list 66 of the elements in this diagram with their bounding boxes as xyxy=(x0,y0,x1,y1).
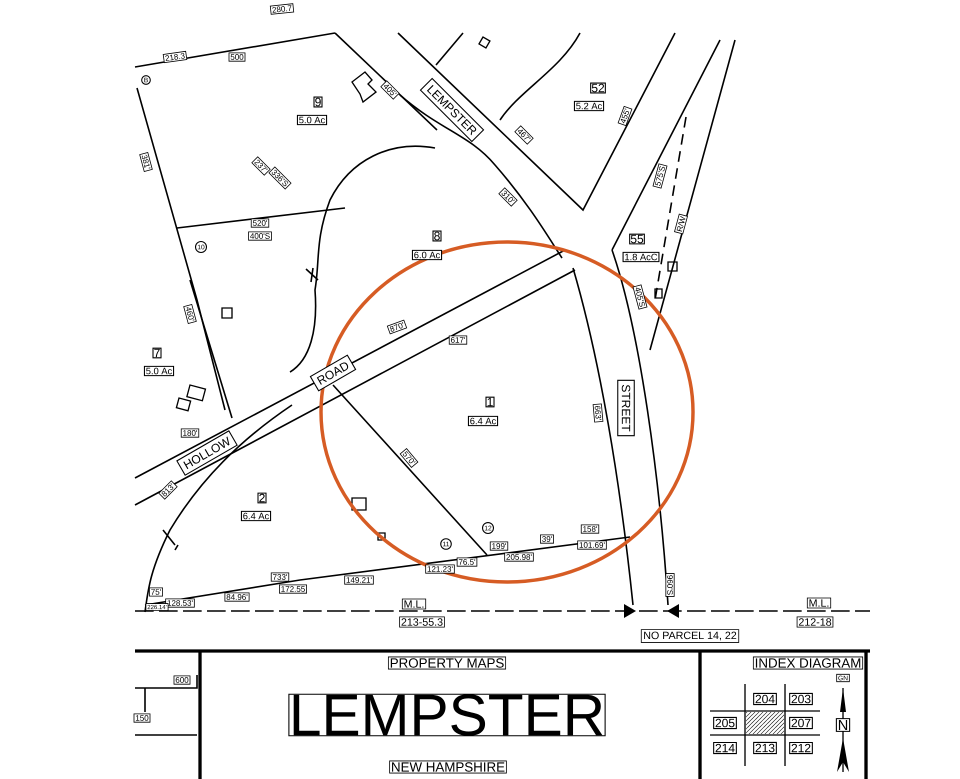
title-block-label: INDEX DIAGRAM xyxy=(752,656,864,670)
dimension-label: 733' xyxy=(270,572,290,582)
dimension-label: 575'S xyxy=(652,163,668,189)
dimension-label: 310' xyxy=(498,187,518,207)
map-reference: 213-55.3 xyxy=(399,616,445,628)
title-block-label: PROPERTY MAPS xyxy=(388,656,506,670)
parcel-number: 1 xyxy=(485,396,495,408)
dimension-label: 101.69' xyxy=(577,540,607,550)
parcel-number: 9 xyxy=(313,96,323,108)
map-reference: 212-18 xyxy=(796,616,834,628)
dimension-label: 500 xyxy=(228,52,246,62)
dimension-label: 467' xyxy=(514,125,534,145)
dimension-label: 455' xyxy=(618,106,632,126)
dimension-label: 870' xyxy=(386,320,408,334)
index-map-number: 207 xyxy=(789,716,813,730)
dimension-label: 39' xyxy=(540,534,554,544)
map-reference: M.L. xyxy=(806,598,832,608)
dimension-label: 960'S xyxy=(665,573,675,597)
index-map-number: 205 xyxy=(713,716,737,730)
parcel-number: 52 xyxy=(590,82,606,94)
dimension-label: 158' xyxy=(580,524,600,534)
dimension-label: 84.96' xyxy=(224,592,250,602)
dimension-label: 218.3 xyxy=(162,50,188,64)
acreage-label: 5.0 Ac xyxy=(296,114,328,126)
dimension-label: 149.21' xyxy=(344,575,374,585)
dimension-label: 172.55 xyxy=(279,584,307,594)
acreage-label: 6.4 Ac xyxy=(468,416,498,426)
dimension-label: 570' xyxy=(400,448,418,468)
index-map-number: 203 xyxy=(789,692,813,706)
parcel-number: 2 xyxy=(257,492,267,504)
north-label: N xyxy=(836,718,850,732)
acreage-label: 5.0 Ac xyxy=(144,366,174,376)
note-label: NO PARCEL 14, 22 xyxy=(640,629,740,643)
index-map-number: 212 xyxy=(789,742,813,754)
dimension-label: 600 xyxy=(174,675,190,685)
acreage-label: 6.0 Ac xyxy=(412,250,442,260)
dimension-label: 405' xyxy=(380,80,400,100)
dimension-label: 121.23' xyxy=(425,564,455,574)
acreage-label: 1.8 AcC xyxy=(622,252,660,262)
dimension-label: 205.98' xyxy=(504,552,534,562)
dimension-label: 405'S xyxy=(632,284,648,310)
index-map-number: 214 xyxy=(713,742,737,754)
dimension-label: 813' xyxy=(158,480,178,500)
parcel-number: 55 xyxy=(629,234,645,244)
dimension-label: 128.53' xyxy=(165,598,195,608)
index-map-number: 213 xyxy=(753,742,777,754)
dimension-label: 617' xyxy=(448,335,468,345)
dimension-label: 75' xyxy=(149,587,163,597)
parcel-number: 7 xyxy=(152,348,162,358)
dimension-label: 180' xyxy=(180,428,200,438)
map-reference: M.L. xyxy=(402,598,426,610)
parcel-number: 8 xyxy=(432,230,442,242)
dimension-label: 280.7 xyxy=(270,3,294,15)
dimension-label: 150 xyxy=(134,713,150,723)
index-map-number: 204 xyxy=(753,692,777,706)
dimension-label: R/W xyxy=(674,214,688,234)
dimension-label: 520' xyxy=(250,218,270,228)
dimension-label: 237' xyxy=(251,156,271,176)
title-block-label: NEW HAMPSHIRE xyxy=(389,760,507,774)
dimension-label: 199' xyxy=(490,541,508,551)
dimension-label: 400'S xyxy=(248,231,272,241)
dimension-label: 76.5' xyxy=(456,557,478,567)
town-title: LEMPSTER xyxy=(288,694,606,736)
street-name: STREET xyxy=(617,380,635,436)
acreage-label: 6.4 Ac xyxy=(240,510,272,522)
acreage-label: 5.2 Ac xyxy=(574,100,604,112)
